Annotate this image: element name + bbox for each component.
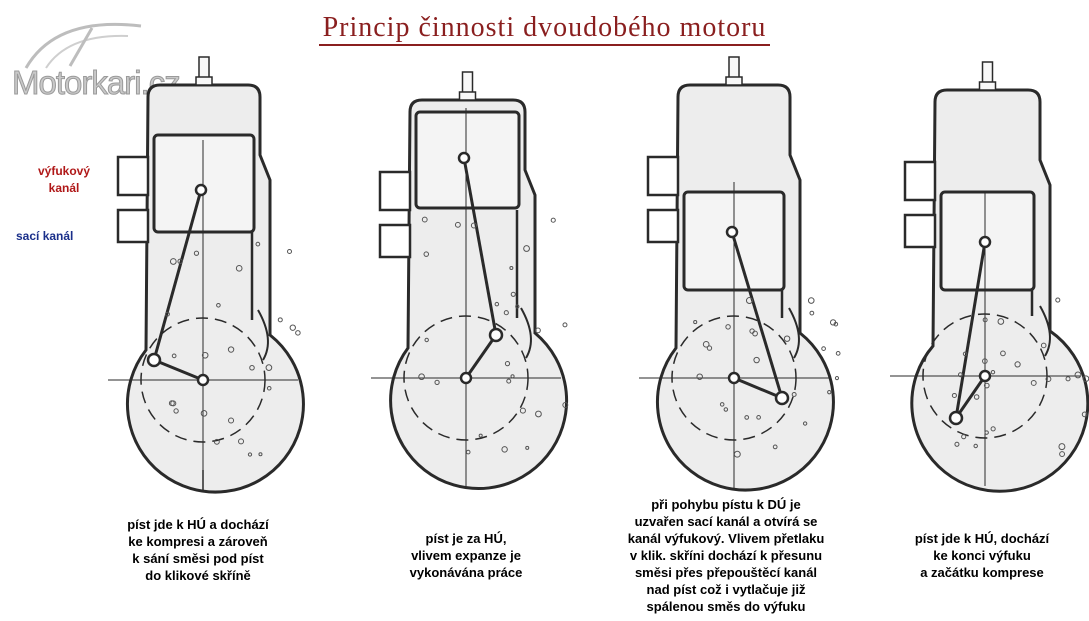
crankshaft-center bbox=[980, 371, 990, 381]
caption-stage-1: píst jde k HÚ a dochází ke kompresi a zá… bbox=[94, 516, 302, 584]
caption-stage-3: při pohybu pístu k DÚ je uzvařen sací ka… bbox=[592, 496, 860, 615]
piston-pin bbox=[459, 153, 469, 163]
mixture-dot bbox=[1056, 298, 1060, 302]
caption-stage-2: píst je za HÚ, vlivem expanze je vykonáv… bbox=[376, 530, 556, 581]
mixture-dot bbox=[835, 377, 838, 380]
crank-pin bbox=[148, 354, 160, 366]
intake-port bbox=[118, 210, 148, 242]
engine-stage-4 bbox=[890, 62, 1089, 491]
piston bbox=[154, 135, 254, 232]
engine-stage-2 bbox=[371, 72, 568, 489]
exhaust-port bbox=[118, 157, 148, 195]
mixture-dot bbox=[822, 347, 826, 351]
engine-stage-1 bbox=[108, 57, 303, 492]
mixture-dot bbox=[296, 331, 301, 336]
exhaust-port-label: výfukový kanál bbox=[24, 163, 104, 197]
crankshaft-center bbox=[461, 373, 471, 383]
mixture-dot bbox=[551, 218, 555, 222]
piston-pin bbox=[980, 237, 990, 247]
exhaust-port bbox=[380, 172, 410, 210]
spark-plug bbox=[983, 62, 993, 84]
intake-port bbox=[905, 215, 935, 247]
spark-plug bbox=[199, 57, 209, 79]
mixture-dot bbox=[836, 352, 840, 356]
piston-pin bbox=[196, 185, 206, 195]
mixture-dot bbox=[810, 311, 814, 315]
exhaust-port bbox=[648, 157, 678, 195]
crank-pin bbox=[776, 392, 788, 404]
intake-port-label: sací kanál bbox=[16, 229, 73, 243]
mixture-dot bbox=[563, 323, 567, 327]
crankshaft-center bbox=[729, 373, 739, 383]
crank-pin bbox=[950, 412, 962, 424]
mixture-dot bbox=[808, 298, 814, 304]
caption-stage-4: píst jde k HÚ, dochází ke konci výfuku a… bbox=[882, 530, 1082, 581]
intake-port bbox=[648, 210, 678, 242]
spark-plug-base bbox=[196, 77, 212, 85]
crankshaft-center bbox=[198, 375, 208, 385]
engine-stage-3 bbox=[639, 57, 840, 490]
mixture-dot bbox=[278, 318, 282, 322]
spark-plug bbox=[729, 57, 739, 79]
piston-pin bbox=[727, 227, 737, 237]
exhaust-port bbox=[905, 162, 935, 200]
spark-plug-base bbox=[460, 92, 476, 100]
mixture-dot bbox=[288, 249, 292, 253]
crank-pin bbox=[490, 329, 502, 341]
spark-plug-base bbox=[726, 77, 742, 85]
spark-plug-base bbox=[980, 82, 996, 90]
intake-port bbox=[380, 225, 410, 257]
mixture-dot bbox=[290, 325, 295, 330]
spark-plug bbox=[463, 72, 473, 94]
